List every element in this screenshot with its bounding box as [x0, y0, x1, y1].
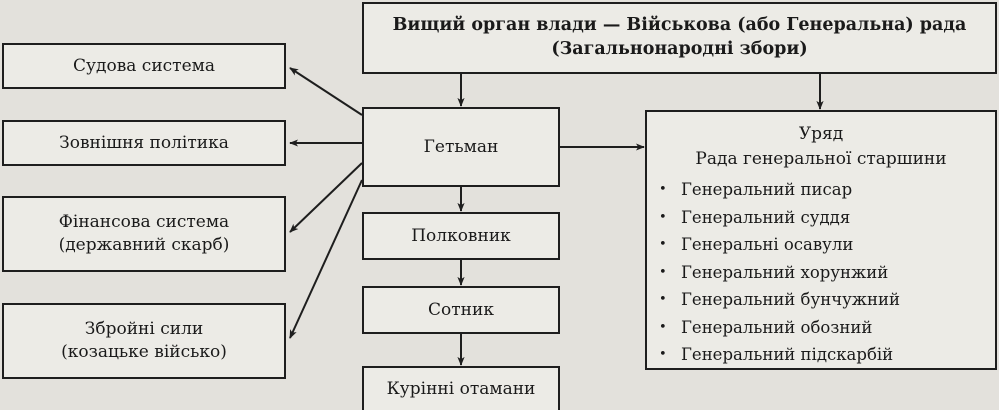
foreign-policy-label: Зовнішня політика — [59, 132, 229, 153]
colonel-label: Полковник — [411, 225, 511, 246]
member-label: Генеральні осавули — [681, 235, 854, 255]
financial-system-box: Фінансова система (державний скарб) — [2, 196, 286, 272]
bullet-icon: • — [659, 292, 667, 308]
government-members-list: • Генеральний писар • Генеральний суддя • Г… — [647, 177, 995, 370]
supreme-authority-title: Вищий орган влади — Військова (або Генер… — [392, 15, 967, 36]
government-box: Уряд Рада генеральної старшини • Генераль… — [645, 110, 997, 370]
kurin-otamany-label: Курінні отамани — [386, 378, 536, 399]
colonel-box: Полковник — [362, 212, 560, 260]
arrow-hetman-to-army — [289, 179, 363, 339]
supreme-authority-box: Вищий орган влади — Військова (або Генер… — [362, 2, 997, 74]
list-item: • Генеральний суддя — [659, 205, 995, 233]
government-title-line1: Уряд — [798, 124, 844, 144]
list-item: • Генеральний підскарбій — [659, 342, 995, 370]
member-label: Генеральний писар — [681, 180, 853, 200]
armed-forces-sublabel: (козацьке військо) — [61, 342, 227, 362]
member-label: Генеральний хорунжий — [681, 262, 889, 282]
judicial-system-label: Судова система — [72, 55, 216, 76]
member-label: Генеральний суддя — [681, 207, 851, 227]
list-item: • Генеральні осавули — [659, 232, 995, 260]
armed-forces-box: Збройні сили (козацьке військо) — [2, 303, 286, 379]
arrow-hetman-to-finance — [289, 162, 363, 233]
list-item: • Генеральний хорунжий — [659, 260, 995, 288]
sotnyk-box: Сотник — [362, 286, 560, 334]
bullet-icon: • — [659, 319, 667, 335]
list-item: • Генеральний бунчужний — [659, 287, 995, 315]
list-item: • Генеральний писар — [659, 177, 995, 205]
list-item: • Генеральний обозний — [659, 315, 995, 343]
government-title-line2: Рада генеральної старшини — [695, 148, 947, 169]
arrow-hetman-to-judicial — [289, 67, 363, 116]
financial-system-label: Фінансова система — [58, 212, 230, 233]
foreign-policy-box: Зовнішня політика — [2, 120, 286, 166]
sotnyk-label: Сотник — [428, 299, 494, 320]
member-label: Генеральний обозний — [681, 317, 873, 337]
member-label: Генеральний бунчужний — [681, 290, 900, 310]
bullet-icon: • — [659, 209, 667, 225]
armed-forces-label: Збройні сили — [84, 319, 204, 340]
bullet-icon: • — [659, 264, 667, 280]
bullet-icon: • — [659, 237, 667, 253]
financial-system-sublabel: (державний скарб) — [58, 235, 230, 255]
hetman-box: Гетьман — [362, 107, 560, 187]
supreme-authority-subtitle: (Загальнонародні збори) — [551, 39, 808, 59]
government-title: Уряд Рада генеральної старшини — [647, 122, 995, 171]
kurin-otamany-box: Курінні отамани — [362, 366, 560, 410]
bullet-icon: • — [659, 182, 667, 198]
member-label: Генеральний підскарбій — [681, 345, 894, 365]
judicial-system-box: Судова система — [2, 43, 286, 89]
hetman-label: Гетьман — [423, 136, 499, 157]
bullet-icon: • — [659, 347, 667, 363]
